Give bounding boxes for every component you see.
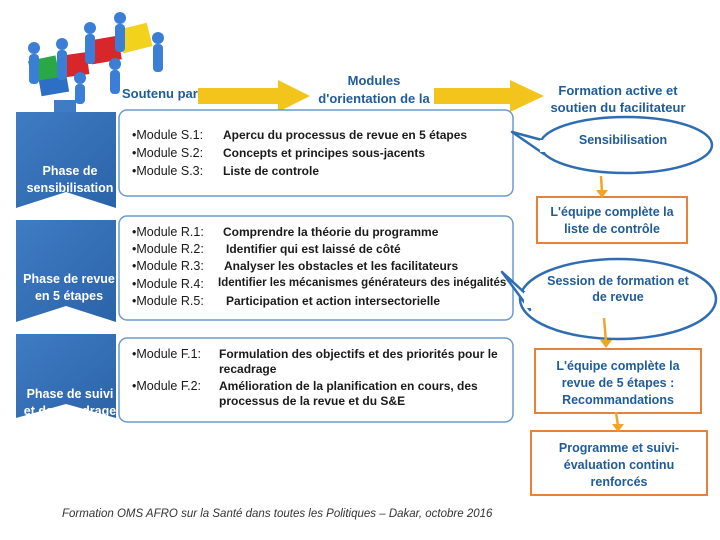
yellow-arrow-icon [198, 80, 310, 112]
box-text: L'équipe complète la liste de contrôle [550, 205, 674, 236]
phase-title-suivi: Phase de suivi et de recadrage [23, 387, 117, 418]
module-label: •Module F.1: [132, 347, 202, 361]
module-desc: Amélioration de la planification en cour… [219, 379, 478, 408]
orange-arrow-icon [600, 318, 612, 348]
puzzle-team-icon [28, 12, 164, 104]
box-text: L'équipe complète la revue de 5 étapes :… [556, 359, 680, 407]
module-panels [118, 109, 514, 423]
module-desc: Analyser les obstacles et les facilitate… [224, 259, 459, 273]
cloud-shape [500, 257, 718, 341]
box-revue-5-etapes: L'équipe complète la revue de 5 étapes :… [534, 348, 702, 414]
footer-caption: Formation OMS AFRO sur la Santé dans tou… [62, 508, 493, 520]
box-liste-controle: L'équipe complète la liste de contrôle [536, 196, 688, 244]
module-desc: Identifier qui est laissé de côté [226, 242, 401, 256]
module-desc: Apercu du processus de revue en 5 étapes [223, 128, 468, 142]
module-desc: Participation et action intersectorielle [226, 294, 441, 308]
module-label: •Module F.2: [132, 379, 202, 393]
box-programme: Programme et suivi-évaluation continu re… [530, 430, 708, 496]
module-desc: Concepts et principes sous-jacents [223, 146, 426, 160]
module-label: •Module R.2: [132, 242, 204, 256]
module-label: •Module R.5: [132, 294, 204, 308]
cloud-session: Session de formation et de revue [547, 274, 689, 304]
box-text: Programme et suivi-évaluation continu re… [558, 441, 680, 489]
phase-chevrons [16, 100, 116, 418]
phase-title-revue: Phase de revue en 5 étapes [23, 272, 115, 303]
cloud-sensibilisation: Sensibilisation [578, 133, 668, 147]
module-label: •Module R.4: [132, 277, 204, 291]
module-desc: Liste de controle [223, 164, 320, 178]
module-desc: Identifier les mécanismes générateurs de… [218, 277, 507, 289]
phase-title-sensibilisation: Phase de sensibilisation [26, 164, 114, 195]
module-label: •Module S.3: [132, 164, 204, 178]
soutenu-par-label: Soutenu par [122, 86, 198, 101]
yellow-arrow-icon [434, 80, 544, 112]
module-label: •Module S.2: [132, 146, 204, 160]
module-label: •Module S.1: [132, 128, 204, 142]
module-desc: Formulation des objectifs et des priorit… [219, 347, 498, 376]
module-label: •Module R.1: [132, 225, 204, 239]
module-desc: Comprendre la théorie du programme [223, 225, 439, 239]
module-label: •Module R.3: [132, 259, 204, 273]
cloud-shape [510, 115, 714, 175]
orange-arrow-icon [596, 176, 608, 198]
formation-active-title: Formation active et soutien du facilitat… [550, 83, 686, 115]
orange-arrow-icon [612, 412, 624, 432]
